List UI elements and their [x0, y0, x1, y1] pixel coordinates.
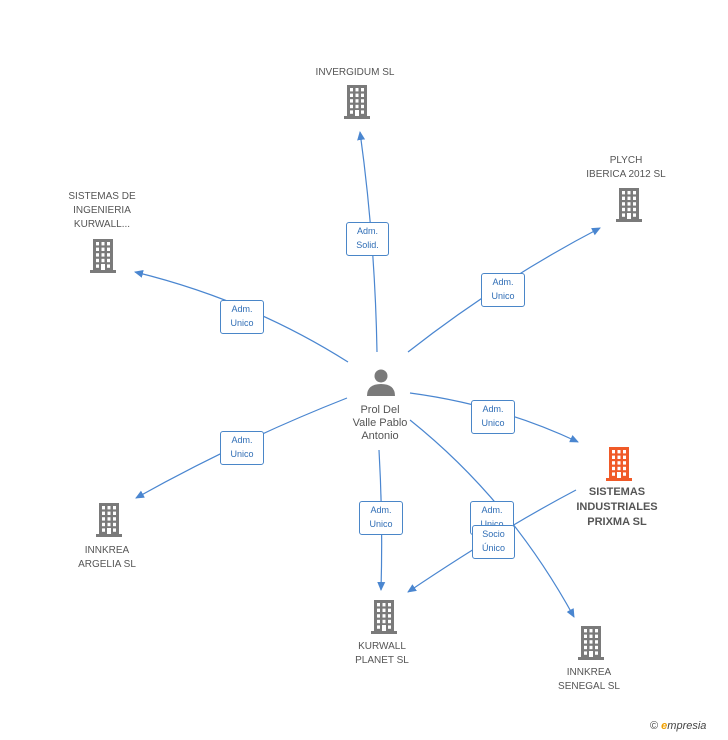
relation-badge-kurwall-planet[interactable]: Adm. Unico [359, 501, 403, 535]
company-name-line: ARGELIA SL [78, 559, 136, 570]
relation-line: Socio [482, 529, 505, 539]
company-name-line: SENEGAL SL [558, 681, 620, 692]
relation-badge-socio-unico[interactable]: Socio Único [472, 525, 515, 559]
relation-line: Unico [481, 418, 505, 428]
relation-line: Adm. [482, 404, 504, 414]
empresia-brand[interactable]: © empresia [650, 720, 706, 732]
company-name-line: PRIXMA SL [587, 516, 647, 528]
building-icon-invergidum[interactable] [344, 85, 370, 119]
person-name-line: Valle Pablo [352, 417, 408, 429]
relation-line: Unico [369, 519, 393, 529]
company-label-innkrea-argelia[interactable]: INNKREA ARGELIA SL [47, 544, 167, 572]
relation-line: Adm. [231, 435, 253, 445]
company-name-line: INDUSTRIALES [576, 501, 658, 513]
company-label-kurwall-planet[interactable]: KURWALL PLANET SL [322, 640, 442, 668]
company-label-innkrea-senegal[interactable]: INNKREA SENEGAL SL [529, 666, 649, 694]
relation-badge-sistemas-industriales[interactable]: Adm. Unico [471, 400, 515, 434]
relation-line: Adm. [481, 505, 503, 515]
relation-line: Adm. [492, 277, 514, 287]
building-icon-sistemas-industriales[interactable] [606, 447, 632, 481]
company-name-line: PLANET SL [355, 655, 409, 666]
company-name-line: PLYCH [609, 155, 643, 166]
relation-line: Unico [480, 519, 504, 529]
company-label-sistemas-ingenieria[interactable]: SISTEMAS DE INGENIERIA KURWALL... [42, 190, 162, 232]
company-name-line: INGENIERIA [73, 205, 131, 216]
building-icon-innkrea-argelia[interactable] [96, 503, 122, 537]
relation-line: Solid. [356, 240, 379, 250]
relation-badge-sistemas-ingenieria[interactable]: Adm. Unico [220, 300, 264, 334]
company-name-line: KURWALL [358, 641, 406, 652]
building-icon-kurwall-planet[interactable] [371, 600, 397, 634]
company-name-line: SISTEMAS DE [68, 191, 136, 202]
brand-initial: e [661, 720, 668, 732]
brand-name: mpresia [667, 720, 707, 732]
building-icon-plych[interactable] [616, 188, 642, 222]
copyright-icon: © [650, 720, 659, 732]
company-name-line: INNKREA [566, 667, 612, 678]
company-label-sistemas-industriales[interactable]: SISTEMAS INDUSTRIALES PRIXMA SL [557, 485, 677, 530]
company-name-line: SISTEMAS [588, 486, 646, 498]
edges-layer [134, 131, 601, 618]
company-label-plych[interactable]: PLYCH IBERICA 2012 SL [566, 154, 686, 182]
person-name-line: Prol Del [360, 404, 400, 416]
company-name-line: KURWALL... [73, 219, 131, 230]
relation-line: Adm. [370, 505, 392, 515]
person-name-line: Antonio [361, 430, 399, 442]
company-name-line: INNKREA [84, 545, 130, 556]
company-name-line: INVERGIDUM SL [315, 67, 395, 78]
center-person-label[interactable]: Prol Del Valle Pablo Antonio [335, 404, 425, 443]
relation-line: Unico [230, 318, 254, 328]
company-name-line: IBERICA 2012 SL [586, 169, 666, 180]
icons-layer [90, 85, 642, 660]
relation-line: Único [481, 543, 505, 553]
relation-line: Unico [491, 291, 515, 301]
relation-badge-invergidum[interactable]: Adm. Solid. [346, 222, 389, 256]
relation-line: Adm. [356, 226, 378, 236]
building-icon-innkrea-senegal[interactable] [578, 626, 604, 660]
relation-badge-innkrea-argelia[interactable]: Adm. Unico [220, 431, 264, 465]
relation-line: Unico [230, 449, 254, 459]
building-icon-sistemas-ingenieria[interactable] [90, 239, 116, 273]
relation-badge-plych[interactable]: Adm. Unico [481, 273, 525, 307]
relation-line: Adm. [231, 304, 253, 314]
company-label-invergidum[interactable]: INVERGIDUM SL [295, 66, 415, 80]
person-icon[interactable] [367, 369, 395, 397]
